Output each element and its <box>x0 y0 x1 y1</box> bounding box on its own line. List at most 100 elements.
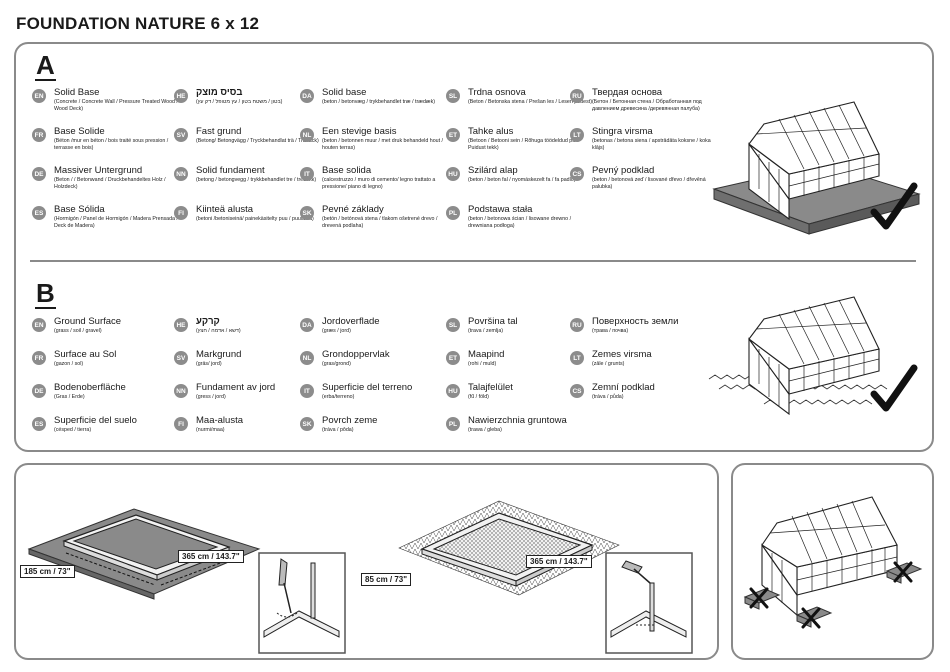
foundation-on-slab-diagram <box>27 508 261 600</box>
entry-subtitle: (gras/grond) <box>322 361 351 367</box>
language-code-badge: CS <box>570 384 584 398</box>
language-code-badge: NL <box>300 128 314 142</box>
language-code-badge: DE <box>32 384 46 398</box>
entry-title: Solid fundament <box>196 165 265 176</box>
page-title: FOUNDATION NATURE 6 x 12 <box>16 14 260 33</box>
foundation-installation-panel: 365 cm / 143.7" 185 cm / 73" 365 cm / 14… <box>14 463 719 660</box>
entry-subtitle: (דשא / אדמה / חצץ) <box>196 328 241 334</box>
entry-title: Trdna osnova <box>468 87 526 98</box>
entry-subtitle: (betonas / betona siena / apstrādāta kok… <box>592 138 711 152</box>
language-code-badge: RU <box>570 89 584 103</box>
entry-subtitle: (betong / betongvegg / trykkbehandlet tr… <box>196 177 317 183</box>
entry-subtitle: (gräs/ jord) <box>196 361 222 367</box>
entry-title: Maa-alusta <box>196 415 243 426</box>
language-code-badge: ET <box>446 128 460 142</box>
checkmark-icon <box>870 364 918 412</box>
entry-subtitle: (tráva / pôda) <box>322 427 354 433</box>
language-code-badge: HU <box>446 384 460 398</box>
entry-title: קרקע <box>196 316 220 327</box>
left-length-label: 365 cm / 143.7" <box>178 550 244 563</box>
entry-title: Pevné základy <box>322 204 384 215</box>
entry-subtitle: (gress / jord) <box>196 394 226 400</box>
language-code-badge: SK <box>300 206 314 220</box>
language-code-badge: SV <box>174 128 188 142</box>
entry-title: Maapind <box>468 349 505 360</box>
entry-title: Твердая основа <box>592 87 663 98</box>
entry-title: Stingra virsma <box>592 126 653 137</box>
ground-anchoring-detail <box>605 552 693 654</box>
entry-title: Base Solide <box>54 126 105 137</box>
entry-subtitle: (Бетон / Бетонная стена / Обработанная п… <box>592 99 702 113</box>
right-length-label: 365 cm / 143.7" <box>526 555 592 568</box>
entry-subtitle: (erba/terreno) <box>322 394 355 400</box>
language-code-badge: IT <box>300 384 314 398</box>
language-code-badge: FR <box>32 351 46 365</box>
entry-title: Base Sólida <box>54 204 105 215</box>
language-code-badge: PL <box>446 206 460 220</box>
language-code-badge: RU <box>570 318 584 332</box>
entry-title: Bodenoberfläche <box>54 382 126 393</box>
entry-title: Jordoverflade <box>322 316 380 327</box>
language-code-badge: HE <box>174 318 188 332</box>
entry-subtitle: (בטון / משטח בטון / עץ מטופל / דק עץ) <box>196 99 283 105</box>
entry-title: Markgrund <box>196 349 242 360</box>
language-code-badge: LT <box>570 351 584 365</box>
entry-title: Tahke alus <box>468 126 514 137</box>
entry-title: Kiinteä alusta <box>196 204 254 215</box>
entry-title: Nawierzchnia gruntowa <box>468 415 567 426</box>
entry-subtitle: (græs / jord) <box>322 328 351 334</box>
entry-subtitle: (césped / tierra) <box>54 427 92 433</box>
entry-subtitle: (beton / betonowa ścian / lisowane drewn… <box>468 216 572 230</box>
entry-title: Grondoppervlak <box>322 349 390 360</box>
language-code-badge: LT <box>570 128 584 142</box>
entry-subtitle: (betón / betónová stena / tlakom ošetren… <box>322 216 438 230</box>
entry-subtitle: (beton / betonvæg / trykbehandlet træ / … <box>322 99 436 105</box>
entry-subtitle: (трава / почва) <box>592 328 629 334</box>
entry-subtitle: (tráva / půda) <box>592 394 624 400</box>
entry-subtitle: (rohi / muld) <box>468 361 497 367</box>
entry-title: Een stevige basis <box>322 126 397 137</box>
greenhouse-ground-surface-illustration <box>708 296 918 416</box>
entry-title: Solid base <box>322 87 367 98</box>
entry-subtitle: (Beton / Betonska stena / Prešan les / L… <box>468 99 592 105</box>
entry-title: Ground Surface <box>54 316 122 327</box>
greenhouse-on-blocks-illustration <box>743 496 923 629</box>
entry-title: Površina tal <box>468 316 518 327</box>
right-width-label: 85 cm / 73" <box>361 573 412 586</box>
language-code-badge: NL <box>300 351 314 365</box>
entry-title: Talajfelület <box>468 382 513 393</box>
entry-subtitle: (Hormigón / Panel de Hormigón / Madera P… <box>54 216 178 230</box>
language-code-badge: SV <box>174 351 188 365</box>
language-code-badge: NN <box>174 384 188 398</box>
entry-title: Fundament av jord <box>196 382 276 393</box>
left-width-label: 185 cm / 73" <box>20 565 75 578</box>
language-code-badge: FR <box>32 128 46 142</box>
entry-title: Surface au Sol <box>54 349 117 360</box>
language-code-badge: FI <box>174 417 188 431</box>
entry-subtitle: (beton / beton fal / nyomáskezelt fa / f… <box>468 177 576 183</box>
entry-title: Szilárd alap <box>468 165 518 176</box>
entry-title: Superficie del terreno <box>322 382 413 393</box>
entry-title: בסיס מוצק <box>196 87 243 98</box>
language-code-badge: DA <box>300 318 314 332</box>
language-code-badge: HU <box>446 167 460 181</box>
language-code-badge: ES <box>32 206 46 220</box>
language-code-badge: DA <box>300 89 314 103</box>
language-code-badge: CS <box>570 167 584 181</box>
entry-subtitle: (beton / betonnen muur / met druk behand… <box>322 138 444 152</box>
greenhouse-solid-base-illustration <box>712 101 921 235</box>
entry-subtitle: (Gras / Erde) <box>54 394 85 400</box>
foundation-on-ground-diagram <box>398 500 620 596</box>
entry-subtitle: (zāle / grunts) <box>592 361 625 367</box>
entry-title: Povrch zeme <box>322 415 378 426</box>
language-code-badge: ET <box>446 351 460 365</box>
language-code-badge: HE <box>174 89 188 103</box>
language-code-badge: SL <box>446 89 460 103</box>
entry-title: Superficie del suelo <box>54 415 137 426</box>
section-divider <box>30 260 916 262</box>
entry-title: Pevný podklad <box>592 165 655 176</box>
incorrect-installation-panel <box>731 463 934 660</box>
language-code-badge: EN <box>32 89 46 103</box>
entry-subtitle: (nurmi/maa) <box>196 427 225 433</box>
